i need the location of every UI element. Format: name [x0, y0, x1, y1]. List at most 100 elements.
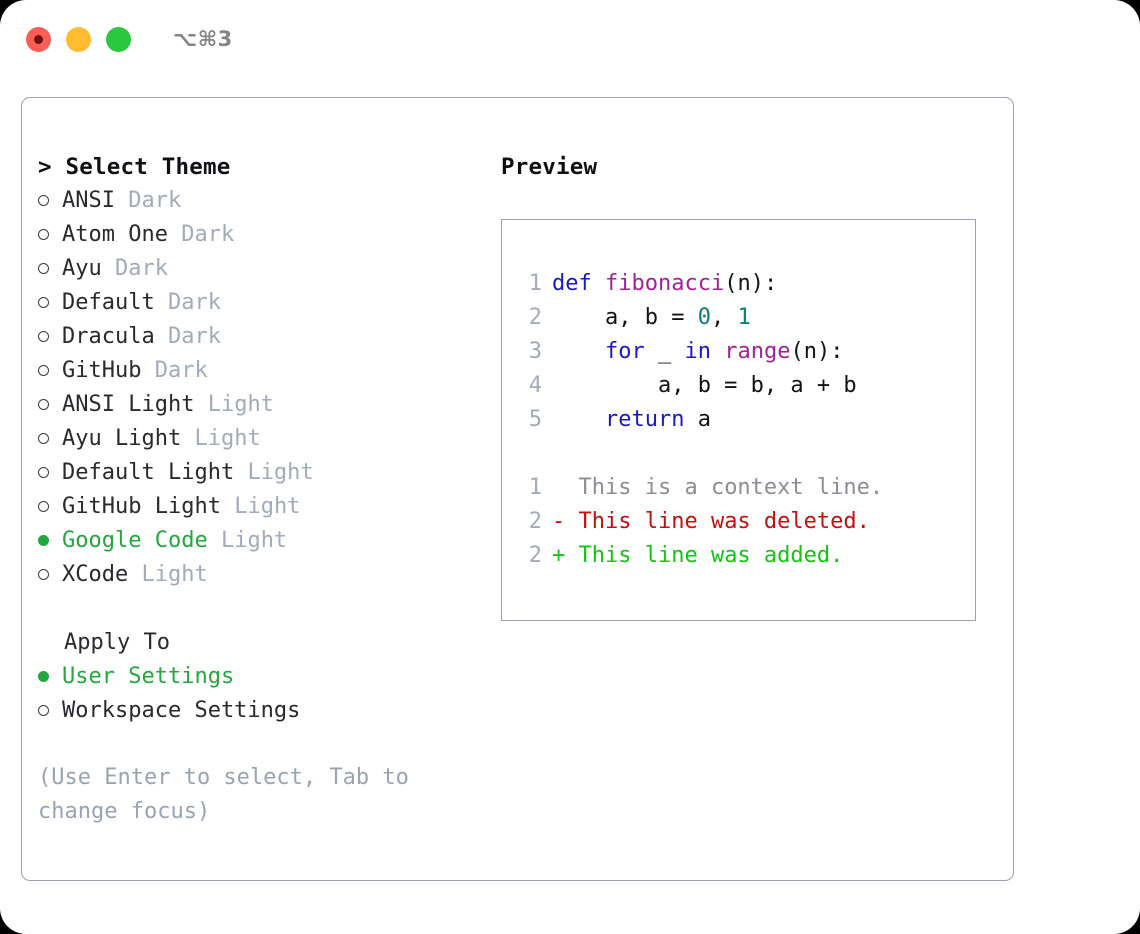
theme-variant-label: Dark: [167, 324, 221, 349]
radio-empty-icon[interactable]: [38, 354, 62, 388]
theme-name: Ayu Light: [62, 426, 182, 451]
diff-text: This line was added.: [565, 543, 844, 568]
theme-variant-label: Dark: [167, 290, 221, 315]
code-line-number: 4: [528, 373, 542, 398]
theme-name: Atom One: [62, 222, 168, 247]
theme-list-item[interactable]: GitHub Dark: [38, 354, 478, 388]
code-line: 2 a, b = 0, 1: [520, 301, 975, 335]
radio-selected-icon[interactable]: [38, 524, 62, 558]
radio-selected-icon[interactable]: [38, 660, 62, 694]
code-line-number: 3: [528, 339, 542, 364]
code-line: 1 def fibonacci(n):: [520, 267, 975, 301]
code-token-plain: [552, 407, 605, 432]
theme-list-item[interactable]: Default Dark: [38, 286, 478, 320]
code-token-plain: a, b = b, a + b: [552, 373, 857, 398]
maximize-button[interactable]: [106, 26, 131, 52]
theme-name: Default: [62, 290, 155, 315]
code-token-kw: for: [604, 339, 645, 364]
diff-text: This line was deleted.: [565, 509, 870, 534]
code-line: 3 for _ in range(n):: [520, 335, 975, 369]
code-token-kw: def: [552, 271, 605, 296]
radio-empty-icon[interactable]: [38, 490, 62, 524]
code-token-plain: (n):: [724, 271, 778, 296]
theme-name: ANSI: [62, 188, 115, 213]
code-token-kw: return: [604, 407, 685, 432]
diff-marker: +: [552, 543, 566, 568]
code-token-kw: in: [684, 339, 711, 364]
theme-variant-label: Light: [207, 392, 274, 417]
theme-name: Ayu: [62, 256, 102, 281]
radio-empty-icon[interactable]: [38, 184, 62, 218]
theme-list-item[interactable]: Dracula Dark: [38, 320, 478, 354]
diff-line-number: 2: [528, 543, 542, 568]
theme-list-item[interactable]: Google Code Light: [38, 524, 478, 558]
theme-list-item[interactable]: GitHub Light Light: [38, 490, 478, 524]
radio-empty-icon[interactable]: [38, 388, 62, 422]
theme-list-item[interactable]: Default Light Light: [38, 456, 478, 490]
code-token-fn: range: [724, 339, 791, 364]
theme-variant-label: Light: [194, 426, 261, 451]
minimize-button[interactable]: [66, 26, 91, 52]
theme-list-item[interactable]: Ayu Dark: [38, 252, 478, 286]
apply-to-label: Apply To: [64, 630, 170, 655]
theme-name: Default Light: [62, 460, 235, 485]
theme-name: Dracula: [62, 324, 155, 349]
theme-list-item[interactable]: XCode Light: [38, 558, 478, 592]
radio-empty-icon[interactable]: [38, 320, 62, 354]
theme-name: ANSI Light: [62, 392, 195, 417]
radio-empty-icon[interactable]: [38, 456, 62, 490]
apply-to-option[interactable]: Workspace Settings: [38, 694, 478, 728]
apply-to-option[interactable]: User Settings: [38, 660, 478, 694]
theme-variant-label: Dark: [115, 256, 168, 281]
close-button[interactable]: [26, 26, 51, 52]
keyboard-shortcut-label: ⌥⌘3: [173, 27, 233, 51]
diff-line-number: 2: [528, 509, 542, 534]
theme-variant-label: Light: [247, 460, 314, 485]
code-line: 4 a, b = b, a + b: [520, 369, 975, 403]
theme-list-item[interactable]: ANSI Dark: [38, 184, 478, 218]
radio-empty-icon[interactable]: [38, 286, 62, 320]
theme-list-item[interactable]: Ayu Light Light: [38, 422, 478, 456]
theme-list-item[interactable]: Atom One Dark: [38, 218, 478, 252]
diff-line: 2 + This line was added.: [520, 539, 975, 573]
code-token-plain: a, b =: [552, 305, 698, 330]
code-line-number: 5: [528, 407, 542, 432]
diff-line: 2- This line was deleted.: [520, 505, 975, 539]
radio-empty-icon[interactable]: [38, 558, 62, 592]
theme-variant-label: Dark: [128, 188, 182, 213]
radio-empty-icon[interactable]: [38, 252, 62, 286]
diff-line-number: 1: [528, 475, 542, 500]
theme-variant-label: Dark: [181, 222, 235, 247]
preview-title: Preview: [501, 154, 598, 180]
radio-empty-icon[interactable]: [38, 422, 62, 456]
keyboard-hint-text: (Use Enter to select, Tab to change focu…: [38, 765, 423, 824]
code-token-fn: fibonacci: [604, 271, 725, 296]
theme-variant-label: Light: [234, 494, 301, 519]
apply-to-option-label: User Settings: [62, 664, 235, 689]
code-line-number: 2: [528, 305, 542, 330]
theme-name: XCode: [62, 562, 129, 587]
code-token-plain: (n):: [790, 339, 844, 364]
code-diff-spacer: [520, 437, 975, 471]
radio-empty-icon[interactable]: [38, 694, 62, 728]
code-token-plain: a: [684, 407, 711, 432]
code-token-plain: [711, 339, 724, 364]
theme-name: GitHub Light: [62, 494, 221, 519]
code-line-number: 1: [528, 271, 542, 296]
theme-list-item[interactable]: ANSI Light Light: [38, 388, 478, 422]
theme-name: Google Code: [62, 528, 208, 553]
code-line: 5 return a: [520, 403, 975, 437]
code-token-plain: _: [644, 339, 685, 364]
select-theme-header: > Select Theme: [38, 154, 231, 180]
diff-marker: -: [552, 509, 566, 534]
radio-empty-icon[interactable]: [38, 218, 62, 252]
diff-marker: [552, 475, 565, 500]
code-token-num: 1: [737, 305, 751, 330]
